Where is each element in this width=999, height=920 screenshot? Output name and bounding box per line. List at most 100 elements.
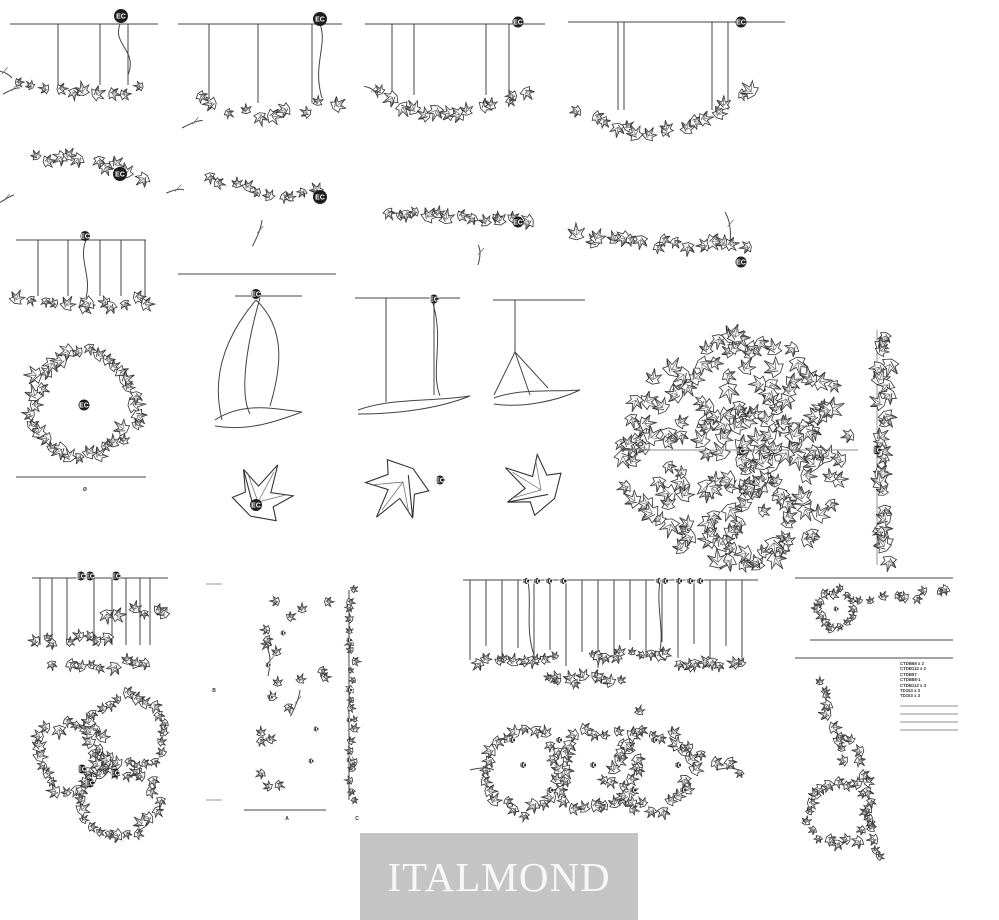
installation-branch-leaf-veins <box>735 772 742 778</box>
large-disc-leaf <box>757 409 776 428</box>
scattered-leaf <box>255 724 267 737</box>
installation-side-leaf-veins <box>628 648 636 653</box>
multi-ring-plan-leaf <box>87 821 99 834</box>
large-disc-leaf <box>741 344 757 359</box>
scattered-leaf <box>271 644 282 656</box>
multi-ring-plan-leaf-veins <box>39 722 47 732</box>
suspension-cable <box>217 299 257 421</box>
small-ring-leaf-veins <box>832 589 839 598</box>
garland-4-leaf-veins <box>645 128 656 137</box>
multi-ring-plan-leaf <box>44 783 61 799</box>
garland-3-top-leaf <box>457 209 471 222</box>
large-disc-leaf-veins <box>759 392 773 403</box>
ec-badge: EC <box>429 294 439 304</box>
branch-twig <box>370 84 378 93</box>
installation-branch-leaf <box>723 756 738 771</box>
ec-badge: EC <box>654 578 664 585</box>
vertical-garland-leaf <box>856 789 867 799</box>
installation-side-leaf <box>550 650 560 661</box>
small-ring-leaf <box>814 597 825 608</box>
multi-ring-plan-leaf <box>42 767 55 780</box>
watermark-text: ITALMOND <box>387 853 611 900</box>
large-disc-leaf <box>822 467 838 483</box>
multi-ring-plan-leaf-veins <box>124 832 132 839</box>
large-disc-leaf-veins <box>623 436 636 446</box>
ec-badge-label: EC <box>263 662 273 669</box>
large-disc-leaf-veins <box>699 421 708 431</box>
multi-ring-plan-leaf-veins <box>137 830 143 839</box>
scattered-leaf-veins <box>261 625 268 634</box>
large-disc-leaf <box>619 434 638 450</box>
ec-badge-label: EC <box>116 13 126 20</box>
ec-badge-label: EC <box>518 762 528 769</box>
ring-side-leaf <box>59 295 77 311</box>
garland-2-leaf <box>312 95 325 106</box>
ec-badge: EC <box>521 578 531 585</box>
multi-ring-plan-leaf <box>36 760 48 772</box>
large-disc-leaf-veins <box>776 452 790 464</box>
ring-side-leaf <box>132 290 147 305</box>
garland-1-top-leaf-veins <box>136 176 145 187</box>
ec-badge: EC <box>85 571 95 581</box>
small-ring-leaf-veins <box>816 613 824 622</box>
ec-badge: EC <box>78 399 90 411</box>
installation-side-leaf-veins <box>519 656 526 665</box>
scattered-leaf <box>629 804 641 816</box>
garland-3-leaf-veins <box>406 101 417 110</box>
ec-badge-circle <box>78 399 90 411</box>
large-disc-leaf <box>748 556 764 570</box>
ec-badge: EC <box>673 762 683 769</box>
multi-ring-plan-leaf-veins <box>135 770 143 780</box>
garland-4-top-leaf-veins <box>663 236 670 246</box>
ec-badge-circle <box>429 294 439 304</box>
multi-ring-plan-leaf <box>87 709 99 721</box>
small-ring-leaf <box>815 609 827 623</box>
scattered-leaf-veins <box>265 638 273 645</box>
multi-ring-plan-leaf-veins <box>99 754 108 766</box>
large-disc-leaf <box>692 394 707 410</box>
small-ring-leaf <box>810 602 823 613</box>
vertical-trail-leaf <box>347 762 357 772</box>
ring-plan-leaf <box>91 446 110 463</box>
vertical-garland-leaf-veins <box>825 693 830 700</box>
ec-badge-circle <box>687 578 693 584</box>
vertical-trail-leaf-veins <box>345 606 352 612</box>
lower-ring-leaf <box>829 839 844 852</box>
garland-3-leaf <box>503 89 517 102</box>
scattered-leaf <box>265 733 278 745</box>
large-disc-leaf-veins <box>832 452 842 465</box>
ec-badge-circle <box>735 16 747 28</box>
large-disc-leaf <box>824 498 840 512</box>
large-disc-leaf <box>674 464 687 480</box>
small-ring-leaf <box>835 582 844 593</box>
large-disc-leaf-veins <box>646 392 657 406</box>
multi-ring-plan-leaf <box>75 786 89 800</box>
large-disc-leaf <box>709 441 732 462</box>
ec-badge: EC <box>735 446 745 456</box>
installation-ring-leaf-veins <box>615 751 626 760</box>
disc-side-leaf <box>878 415 891 428</box>
installation-ring-leaf <box>643 806 658 819</box>
garland-4-top-leaf <box>669 236 682 250</box>
large-disc-leaf <box>777 414 793 431</box>
ring-plan-leaf-veins <box>30 419 38 429</box>
garland-3-top-leaf <box>408 206 419 218</box>
small-trail-leaf-veins <box>899 592 906 601</box>
installation-side-leaf-veins <box>553 676 559 684</box>
ec-badge-circle <box>512 16 524 28</box>
installation-ring-leaf-veins <box>562 769 574 778</box>
lower-ring-leaf <box>812 835 824 844</box>
suspension-cable <box>255 299 280 407</box>
ring-plan-leaf <box>36 381 51 398</box>
garland-4-leaf <box>716 95 732 110</box>
vertical-garland-leaf-veins <box>837 743 846 750</box>
garland-4-top-leaf-veins <box>729 238 738 250</box>
multi-ring-plan-leaf-veins <box>98 730 109 739</box>
small-ring-leaf-veins <box>843 594 849 599</box>
large-disc-leaf <box>798 424 819 443</box>
multi-ring-plan-leaf-veins <box>158 727 167 734</box>
ring-plan-leaf-veins <box>97 447 107 457</box>
garland-2-top-leaf-veins <box>205 175 216 183</box>
installation-side-leaf-veins <box>550 652 557 658</box>
